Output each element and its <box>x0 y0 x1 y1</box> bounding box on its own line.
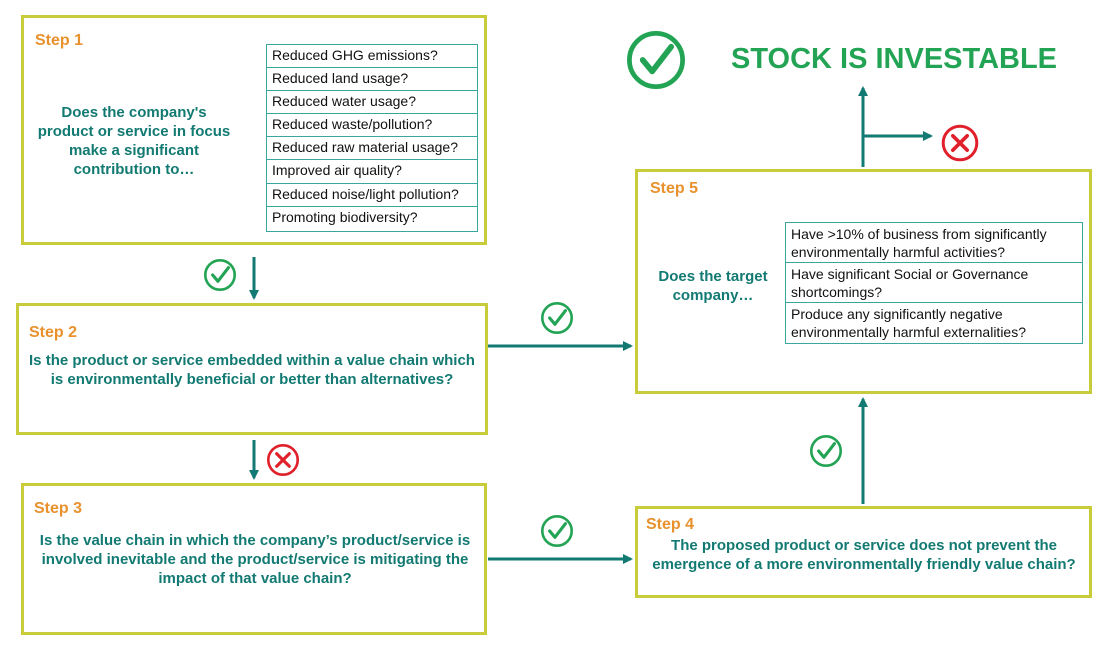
step-1-label: Step 1 <box>35 32 84 49</box>
check-circle-icon <box>629 33 682 86</box>
list-item: Reduced waste/pollution? <box>267 114 477 138</box>
list-item: Reduced water usage? <box>267 91 477 115</box>
step-1-box: Step 1 Does the company's product or ser… <box>21 15 487 245</box>
list-item: Reduced GHG emissions? <box>267 45 477 69</box>
step-1-criteria-list: Reduced GHG emissions? Reduced land usag… <box>266 44 478 232</box>
step-4-label: Step 4 <box>646 516 695 533</box>
step-4-box: Step 4 The proposed product or service d… <box>635 506 1092 598</box>
list-item: Reduced raw material usage? <box>267 137 477 161</box>
step-2-question: Is the product or service embedded withi… <box>29 352 475 388</box>
step-4-question: The proposed product or service does not… <box>652 537 1076 573</box>
check-circle-icon <box>540 301 574 335</box>
step-3-box: Step 3 Is the value chain in which the c… <box>21 483 487 635</box>
list-item: Reduced noise/light pollution? <box>267 184 477 207</box>
step-5-label: Step 5 <box>650 180 699 197</box>
check-circle-icon <box>809 434 843 468</box>
step-5-question: Does the target company… <box>658 268 768 304</box>
step-2-label: Step 2 <box>29 324 78 341</box>
list-item: Produce any significantly negative envir… <box>791 306 1026 340</box>
step-3-question: Is the value chain in which the company’… <box>39 532 471 587</box>
list-item: Promoting biodiversity? <box>272 208 418 225</box>
check-circle-icon <box>540 514 574 548</box>
step-5-criteria-list: Have >10% of business from significantly… <box>785 222 1083 344</box>
cross-circle-icon <box>941 124 979 162</box>
step-5-box: Step 5 Does the target company… Have >10… <box>635 169 1092 394</box>
step-1-question: Does the company's product or service in… <box>37 104 231 178</box>
investable-title: STOCK IS INVESTABLE <box>731 43 1058 75</box>
list-item: Reduced land usage? <box>267 68 477 92</box>
list-item: Have significant Social or Governance sh… <box>786 263 1082 303</box>
cross-circle-icon <box>266 443 300 477</box>
step-3-label: Step 3 <box>34 500 83 517</box>
list-item: Improved air quality? <box>267 160 477 184</box>
list-item: Have >10% of business from significantly… <box>786 223 1082 263</box>
check-circle-icon <box>203 258 237 292</box>
step-2-box: Step 2 Is the product or service embedde… <box>16 303 488 435</box>
